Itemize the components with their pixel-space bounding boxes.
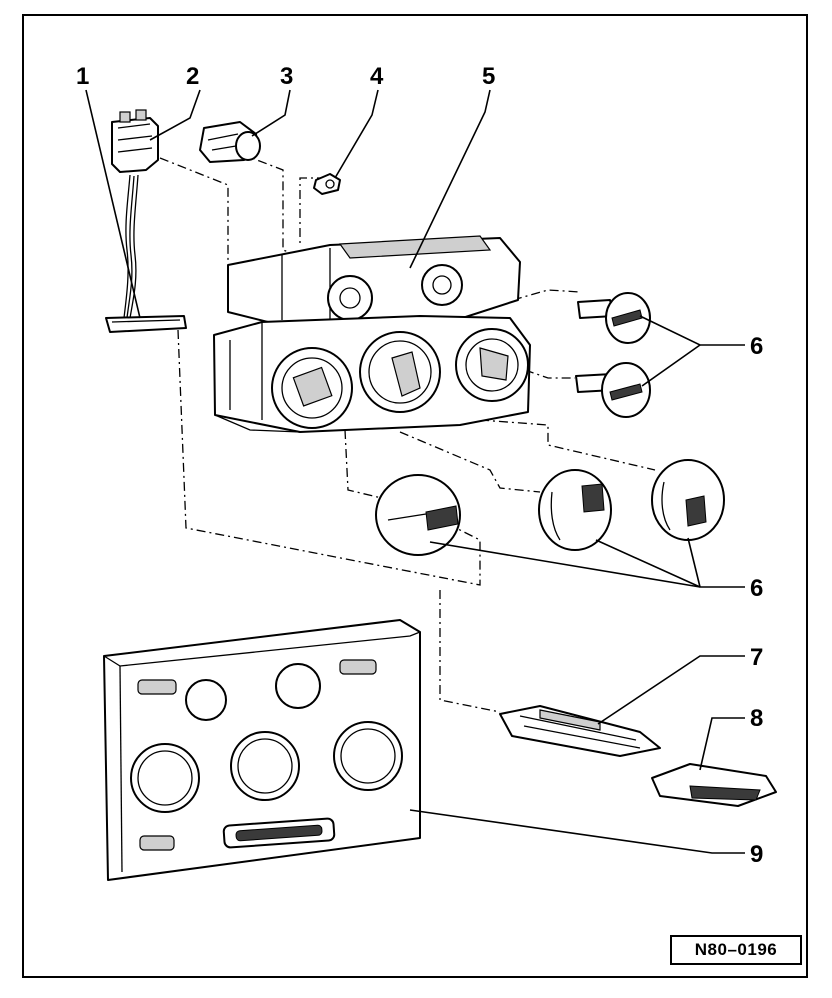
callout-6-upper: 6: [750, 333, 763, 360]
rotary-knob-middle: [538, 469, 612, 551]
callout-4: 4: [370, 63, 384, 90]
small-knob-upper: [577, 292, 651, 344]
leader-lines: [85, 89, 745, 854]
control-housing-part-5: [213, 235, 531, 433]
connector-part-2: [111, 109, 159, 173]
callout-5: 5: [482, 63, 495, 90]
callout-6-lower: 6: [750, 575, 763, 602]
callout-8: 8: [750, 705, 763, 732]
cover-part-8: [651, 763, 777, 807]
small-knob-lower: [575, 362, 651, 418]
callout-2: 2: [186, 63, 199, 90]
callout-labels: 1 2 3 4 5 6 6 7 8 9: [76, 63, 763, 868]
callout-3: 3: [280, 63, 293, 90]
reference-code: N80–0196: [670, 935, 802, 965]
bulb-holder-part-3: [199, 121, 261, 163]
slide-unit-part-7: [499, 705, 661, 757]
front-panel-part-9: [103, 619, 421, 881]
diagram-frame: [22, 14, 808, 978]
callout-1: 1: [76, 63, 89, 90]
rotary-knob-left: [375, 474, 461, 556]
rotary-knob-right: [651, 459, 725, 541]
callout-9: 9: [750, 841, 763, 868]
callout-7: 7: [750, 644, 763, 671]
wiring-harness-part-1: [105, 174, 187, 333]
bulb-part-4: [313, 173, 341, 195]
